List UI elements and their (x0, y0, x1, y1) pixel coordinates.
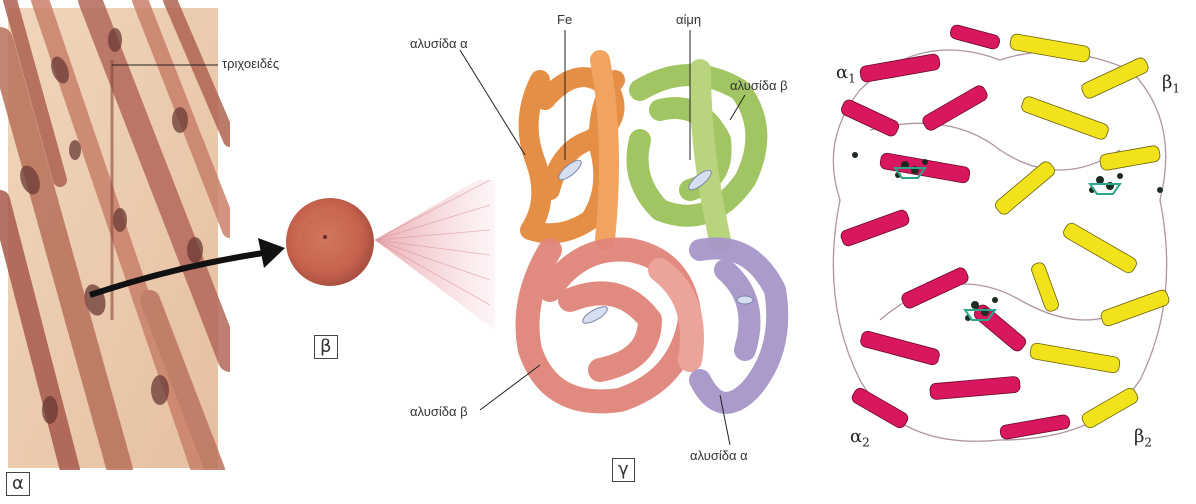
alpha-chain-orange (529, 60, 615, 240)
hemoglobin-ribbon-diagram (800, 0, 1196, 480)
subunit-label-beta2: β2 (1134, 426, 1152, 450)
arrow-to-red-cell-icon (80, 220, 300, 340)
label-beta-chain-bottom: αλυσίδα β (410, 404, 468, 419)
alpha-chain-purple (700, 248, 777, 403)
panel-letter-beta: β (314, 335, 338, 359)
capillary-leader-line (0, 30, 230, 110)
subunit-label-beta1: β1 (1162, 72, 1180, 96)
label-heme: αίμη (676, 12, 701, 27)
panel-ribbon-structure: α1 β1 α2 β2 (800, 0, 1196, 504)
panel-gamma: αλυσίδα α Fe αίμη αλυσίδα β αλυσίδα β αλ… (400, 0, 800, 504)
label-alpha-chain-top: αλυσίδα α (410, 36, 468, 51)
label-beta-chain-top: αλυσίδα β (730, 78, 788, 93)
label-iron: Fe (557, 12, 572, 27)
beta-chain-green (638, 70, 757, 240)
panel-letter-alpha: α (6, 472, 30, 496)
capillary-label: τριχοειδές (222, 56, 279, 71)
beta-chain-salmon (528, 250, 693, 402)
subunit-label-alpha1: α1 (836, 62, 856, 86)
label-alpha-chain-bottom: αλυσίδα α (690, 448, 748, 463)
panel-letter-gamma: γ (612, 458, 635, 482)
hemoglobin-chain-model (400, 0, 800, 470)
subunit-label-alpha2: α2 (850, 426, 870, 450)
